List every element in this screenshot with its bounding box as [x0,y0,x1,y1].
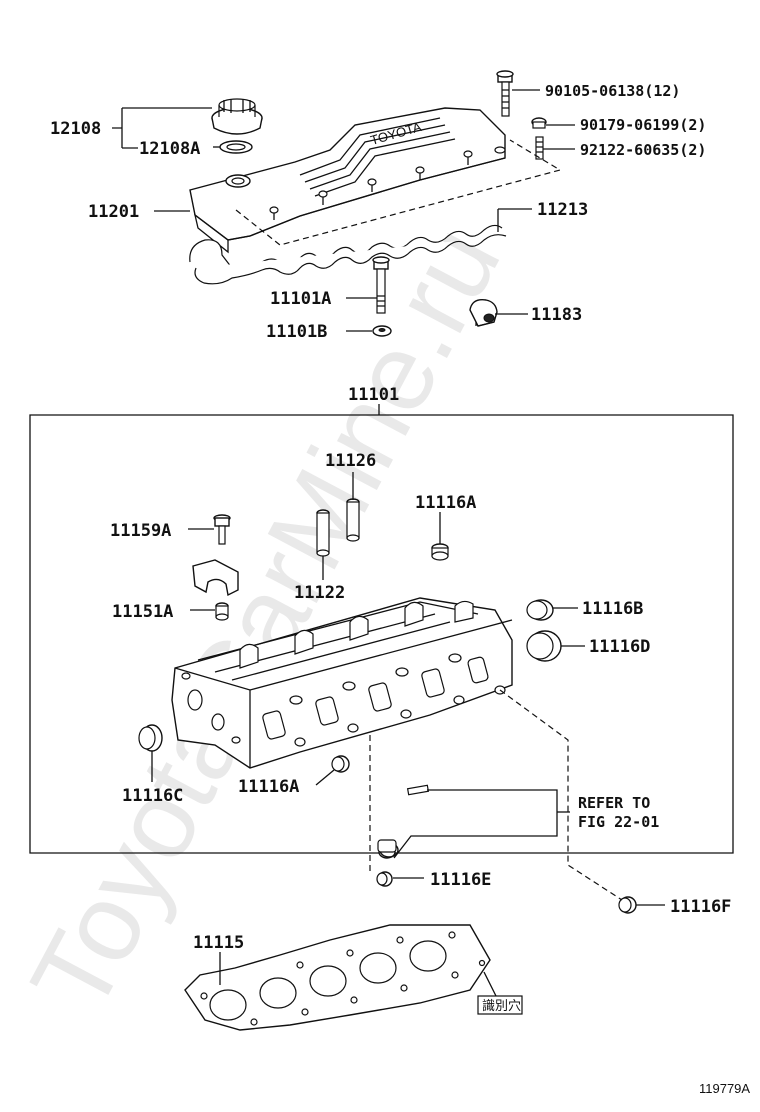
label-12108: 12108 [50,119,101,139]
label-11116B: 11116B [582,599,643,619]
label-11201: 11201 [88,202,139,222]
bolt-11159A-drawing [213,514,231,545]
label-11116E: 11116E [430,870,491,890]
label-11116D: 11116D [589,637,650,657]
plug-11116E-drawing [376,871,393,887]
label-11116A-top: 11116A [415,493,476,513]
oil-filler-cap-drawing [211,98,263,135]
label-92122-60635: 92122-60635(2) [580,141,706,159]
refer-to-parts-drawing [377,784,430,859]
refer-note-line1: REFER TO [578,794,650,812]
label-11122: 11122 [294,583,345,603]
head-bolt-11101A-drawing [372,256,390,314]
washer-11101B-drawing [372,325,392,337]
cylinder-head-drawing [171,597,513,769]
head-gasket-drawing [184,924,491,1031]
label-11116F: 11116F [670,897,731,917]
stamp-text: 識別穴 [482,998,521,1013]
filler-cap-gasket-drawing [219,140,253,154]
label-11151A: 11151A [112,602,173,622]
valve-guide-11122-drawing [316,509,330,557]
plug-11116B-drawing [526,599,554,621]
label-11213: 11213 [537,200,588,220]
leader-lines-head [151,472,665,997]
label-11159A: 11159A [110,521,171,541]
grommet-90179-drawing [531,117,547,129]
plug-11116A-top-drawing [431,543,449,561]
pin-11151A-drawing [215,602,229,621]
refer-note-line2: FIG 22-01 [578,813,659,831]
label-11116C: 11116C [122,786,183,806]
stud-92122-drawing [535,136,544,160]
label-90179-06199: 90179-06199(2) [580,116,706,134]
plug-11116A-bottom-drawing [331,755,350,773]
label-90105-06138: 90105-06138(12) [545,82,680,100]
bolt-90105-drawing [496,70,514,117]
label-11115: 11115 [193,933,244,953]
cover-alignment-dashed-line [235,139,562,246]
diagram-id: 119779A [699,1081,750,1096]
valve-cover-drawing: TOYOTA [189,107,506,254]
label-11101A: 11101A [270,289,331,309]
label-11183: 11183 [531,305,582,325]
label-11101: 11101 [348,385,399,405]
valve-guide-11126-drawing [346,498,360,542]
valve-cover-gasket-drawing [189,224,507,285]
assembly-box [29,414,734,854]
plug-11116C-drawing [138,724,163,752]
bearing-cap-drawing [192,559,239,597]
part-labels: 12108 12108A 11201 90105-06138(12) 90179… [50,82,750,1096]
leader-lines-top [112,89,575,332]
identification-hole-stamp: 識別穴 [477,995,523,1015]
label-11116A-bottom: 11116A [238,777,299,797]
label-11126: 11126 [325,451,376,471]
plug-11116D-drawing [526,630,562,662]
label-12108A: 12108A [139,139,200,159]
label-11101B: 11101B [266,322,327,342]
plug-11183-drawing [469,299,498,327]
